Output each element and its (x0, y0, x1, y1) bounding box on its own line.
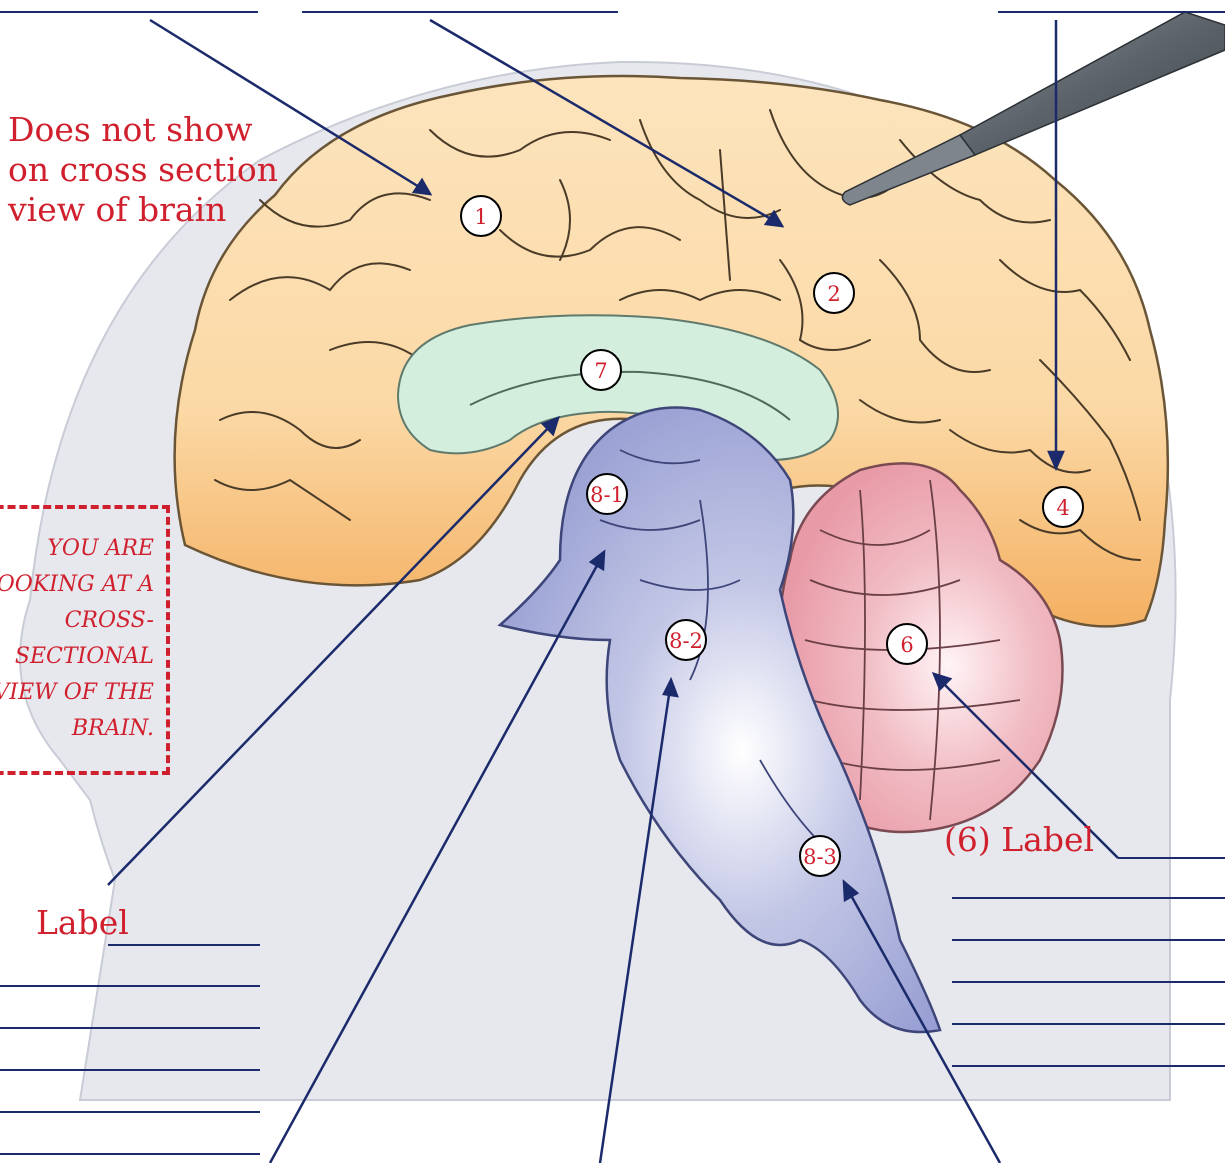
svg-text:8-1: 8-1 (590, 483, 624, 507)
svg-text:4: 4 (1056, 496, 1069, 520)
cross-section-note: Does not show on cross section view of b… (8, 110, 288, 230)
svg-text:8-2: 8-2 (669, 629, 703, 653)
marker-2: 2 (814, 273, 854, 313)
marker-8-1: 8-1 (587, 474, 627, 514)
svg-text:8-3: 8-3 (803, 845, 837, 869)
info-box-text: You are looking at a cross-sectional vie… (0, 531, 154, 747)
marker-4: 4 (1043, 487, 1083, 527)
marker-6: 6 (887, 624, 927, 664)
info-box: You are looking at a cross-sectional vie… (0, 505, 170, 775)
marker-7: 7 (581, 350, 621, 390)
marker-8-3: 8-3 (800, 836, 840, 876)
svg-text:7: 7 (594, 359, 607, 383)
label-left: Label (36, 905, 129, 941)
svg-text:6: 6 (900, 633, 913, 657)
svg-text:1: 1 (474, 205, 487, 229)
svg-text:2: 2 (827, 282, 840, 306)
marker-1: 1 (461, 196, 501, 236)
marker-8-2: 8-2 (666, 620, 706, 660)
label-right: (6) Label (944, 822, 1094, 858)
